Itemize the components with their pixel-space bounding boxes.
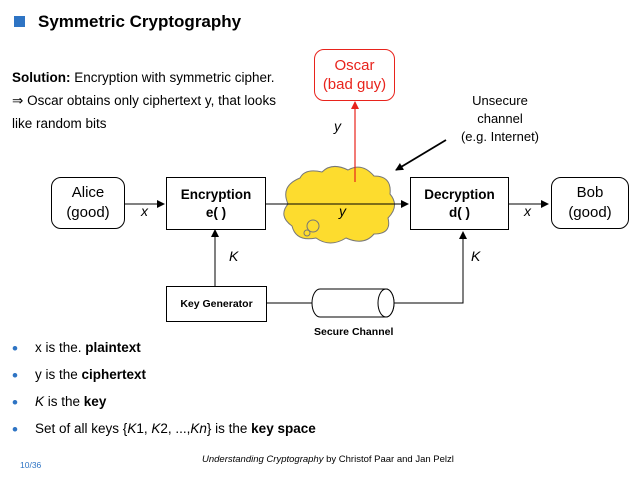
arrow-unsecure-channel <box>395 139 447 171</box>
label-x-bob: x <box>524 203 531 219</box>
key-generator-label: Key Generator <box>180 298 253 310</box>
list-item: • x is the. plaintext <box>10 339 316 367</box>
page-number: 10/36 <box>20 460 42 470</box>
key-generator-box: Key Generator <box>166 286 267 322</box>
bullet-4-k2: K <box>151 421 161 436</box>
slide-title: Symmetric Cryptography <box>38 12 242 31</box>
bullet-3-term: key <box>83 394 107 409</box>
alice-role: (good) <box>66 204 110 221</box>
bullet-icon: • <box>12 393 18 412</box>
bullet-4-text-b: } is the <box>206 421 252 436</box>
label-y-cloud: y <box>339 203 346 219</box>
bullet-icon: • <box>12 366 18 385</box>
implies-arrow: ⇒ <box>12 93 24 108</box>
list-item: • K is the key <box>10 393 316 421</box>
encryption-box: Encryption e( ) <box>166 177 266 230</box>
oscar-name: Oscar <box>334 57 375 74</box>
label-k-decryption: K <box>471 248 481 264</box>
book-title: Understanding Cryptography <box>202 454 324 465</box>
bob-box: Bob (good) <box>551 177 629 229</box>
list-item: •Set of all keys {K1, K2, ...,Kn} is the… <box>10 420 316 448</box>
oscar-role: (bad guy) <box>322 76 387 93</box>
label-k-encryption: K <box>229 248 239 264</box>
cloud-puff-1 <box>306 219 320 233</box>
encryption-label: Encryption <box>180 186 252 202</box>
book-authors: by Christof Paar and Jan Pelzl <box>323 454 454 465</box>
bullet-3-text: is the <box>44 394 84 409</box>
title-bullet-square <box>14 16 25 27</box>
bullet-4-k1: K <box>127 421 137 436</box>
bullet-icon: • <box>12 339 18 358</box>
label-x-alice: x <box>141 203 148 219</box>
unsecure-line-2: channel <box>477 111 523 126</box>
secure-channel-label: Secure Channel <box>314 326 394 338</box>
bullet-3-var: K <box>35 394 45 409</box>
list-item: • y is the ciphertext <box>10 366 316 394</box>
cloud-puff-2 <box>303 229 311 237</box>
bullet-4-kn: Kn <box>190 421 207 436</box>
secure-channel-pipe-end <box>377 288 395 318</box>
unsecure-line-3: (e.g. Internet) <box>460 129 540 144</box>
bullet-1-term: plaintext <box>85 340 141 355</box>
definition-list: • x is the. plaintext • y is the ciphertex… <box>10 339 316 448</box>
solution-line-2: Oscar obtains only ciphertext y, that lo… <box>27 93 276 108</box>
bullet-4-n1: 1, <box>136 421 152 436</box>
arrow-channel-to-decryption <box>392 231 467 304</box>
decryption-box: Decryption d( ) <box>410 177 509 230</box>
bob-name: Bob <box>576 184 604 201</box>
alice-box: Alice (good) <box>51 177 125 229</box>
solution-line-3: like random bits <box>12 116 107 131</box>
footer-citation: Understanding Cryptography by Christof P… <box>202 454 454 465</box>
bullet-4-text-a: Set of all keys { <box>35 421 128 436</box>
oscar-box: Oscar (bad guy) <box>314 49 395 101</box>
alice-name: Alice <box>71 184 105 201</box>
bullet-2-text: y is the <box>35 367 82 382</box>
bullet-4-term: key space <box>251 421 316 436</box>
bullet-4-n2: 2, ..., <box>160 421 191 436</box>
solution-label: Solution: <box>12 70 71 85</box>
unsecure-line-1: Unsecure <box>472 93 528 108</box>
bullet-2-term: ciphertext <box>81 367 147 382</box>
unsecure-channel-label: Unsecure channel (e.g. Internet) <box>436 92 564 146</box>
decryption-function: d( ) <box>449 204 470 220</box>
bob-role: (good) <box>568 204 612 221</box>
encryption-function: e( ) <box>205 204 227 220</box>
bullet-icon: • <box>12 420 18 439</box>
solution-line-1: Encryption with symmetric cipher. <box>74 70 275 85</box>
decryption-label: Decryption <box>424 186 495 202</box>
bullet-1-text: x is the. <box>35 340 86 355</box>
label-y-oscar: y <box>334 118 341 134</box>
solution-text: Solution: Encryption with symmetric ciph… <box>12 66 276 135</box>
